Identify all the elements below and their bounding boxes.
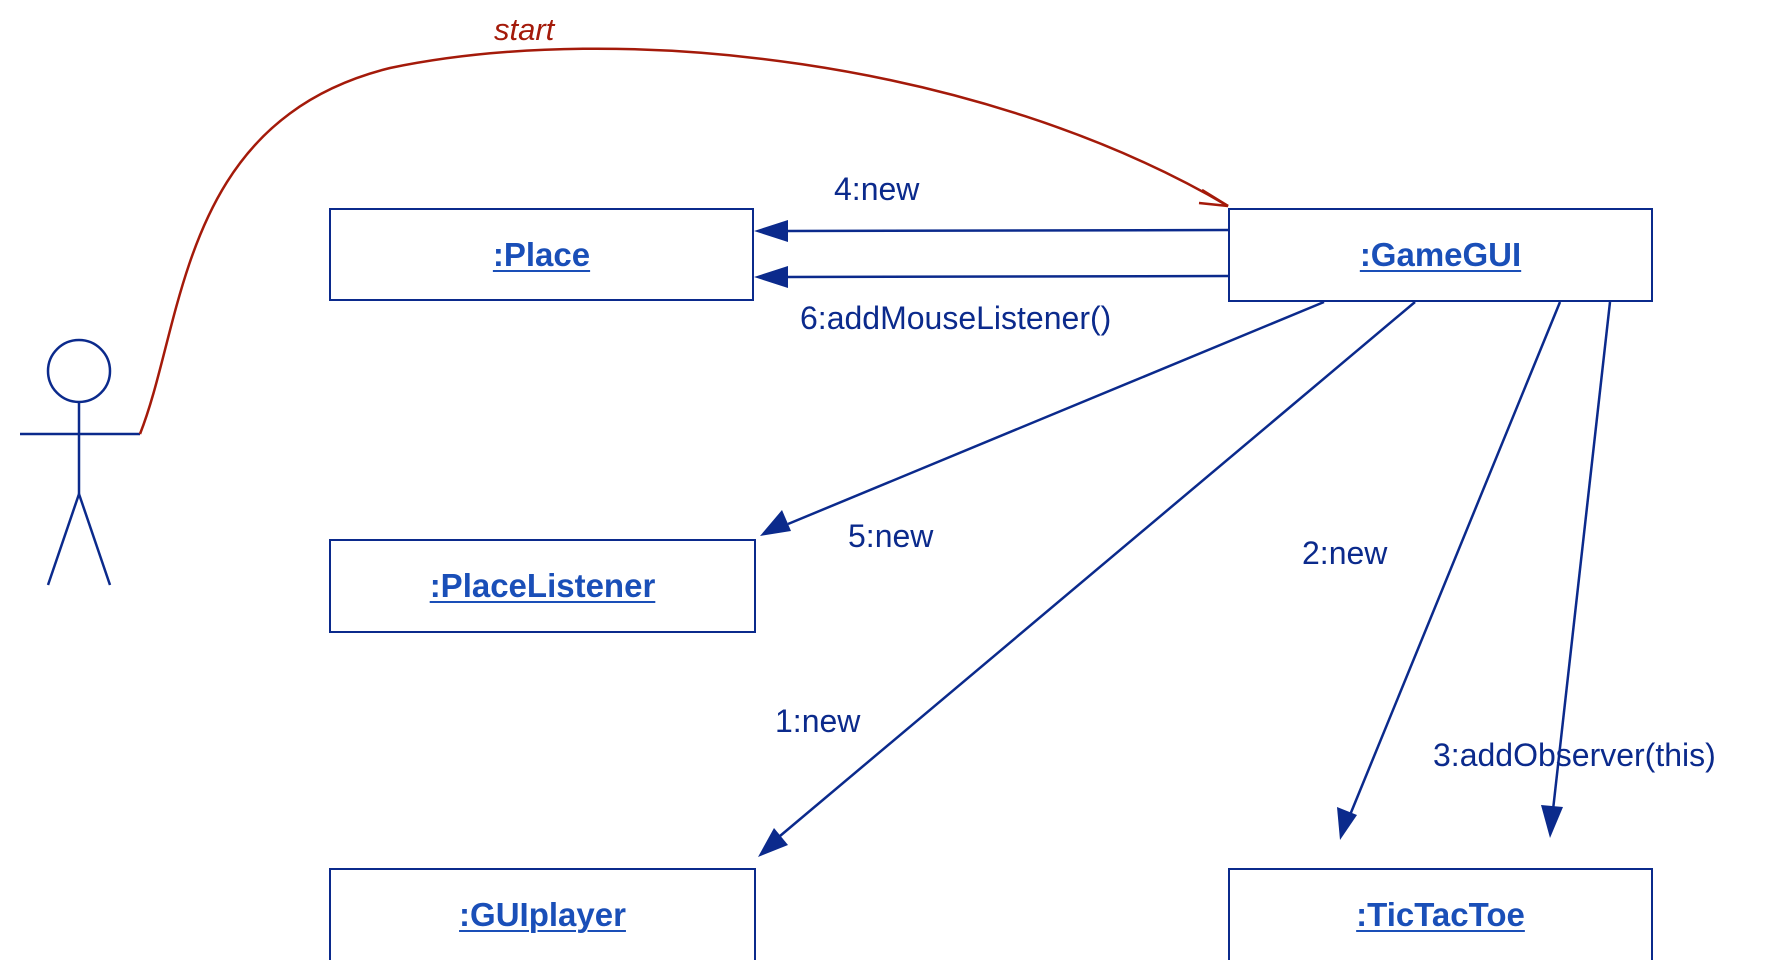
actor-left-leg	[46, 493, 81, 586]
message-5-arrowhead-icon	[760, 510, 791, 536]
object-placelistener-label: :PlaceListener	[429, 567, 656, 604]
actor-head	[46, 338, 112, 404]
message-2-line	[1348, 301, 1562, 816]
object-guiplayer: :GUIplayer	[329, 868, 756, 960]
object-place: :Place	[329, 208, 754, 301]
message-2-arrowhead-icon	[1337, 807, 1357, 840]
actor-right-leg	[77, 493, 112, 586]
object-tictactoe: :TicTacToe	[1228, 868, 1653, 960]
message-4-arrowhead-icon	[754, 220, 788, 242]
object-gamegui-label: :GameGUI	[1359, 236, 1522, 273]
message-1-label: 1:new	[775, 703, 861, 739]
object-placelistener: :PlaceListener	[329, 539, 756, 633]
start-label: start	[494, 12, 555, 47]
message-3-label: 3:addObserver(this)	[1433, 737, 1716, 773]
message-3-arrowhead-icon	[1541, 805, 1563, 838]
message-5-line	[787, 300, 1325, 526]
object-gamegui: :GameGUI	[1228, 208, 1653, 302]
object-tictactoe-label: :TicTacToe	[1356, 896, 1525, 933]
object-place-label: :Place	[492, 235, 591, 273]
message-5-label: 5:new	[848, 518, 934, 554]
message-2-label: 2:new	[1302, 535, 1388, 571]
message-6-label: 6:addMouseListener()	[800, 300, 1112, 336]
start-arrowhead-icon	[1198, 188, 1229, 208]
message-6-arrowhead-icon	[754, 266, 788, 288]
message-4-label: 4:new	[834, 171, 920, 207]
message-4-line	[785, 228, 1229, 233]
start-arrow	[138, 47, 1229, 435]
message-1-line	[779, 301, 1416, 837]
message-3-line	[1551, 301, 1612, 811]
object-guiplayer-label: :GUIplayer	[459, 896, 626, 933]
message-6-line	[785, 274, 1229, 279]
message-1-arrowhead-icon	[758, 828, 788, 857]
actor-icon	[20, 338, 140, 586]
